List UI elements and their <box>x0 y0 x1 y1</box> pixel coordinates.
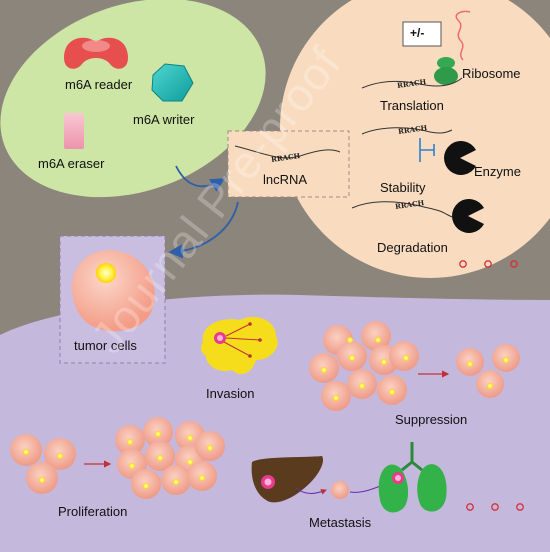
cell-cluster-proliferation-start <box>10 434 76 494</box>
cell-cluster-large <box>309 321 419 411</box>
suppression-label: Suppression <box>395 412 468 427</box>
arrow-m6a-to-lncrna <box>175 165 226 192</box>
m6a-writer-label: m6A writer <box>133 112 195 127</box>
invasion-label: Invasion <box>206 386 255 401</box>
mrna-squiggle <box>455 10 471 61</box>
translation-strand <box>361 77 463 89</box>
m6a-eraser-icon <box>64 113 84 149</box>
liver-icon <box>251 456 324 503</box>
plus-minus-label: +/- <box>410 26 425 40</box>
translation-label: Translation <box>380 98 444 113</box>
m6a-eraser-label: m6A eraser <box>38 156 105 171</box>
cell-cluster-small <box>456 344 520 398</box>
stability-strand <box>361 127 453 135</box>
m6a-writer-icon <box>151 63 194 102</box>
enzyme-label: Enzyme <box>474 164 521 179</box>
inhibition-symbol <box>419 138 435 162</box>
m6a-reader-label: m6A reader <box>65 77 133 92</box>
plus-minus-box <box>402 21 442 47</box>
ribosome-icon <box>434 57 458 85</box>
metastasis-label: Metastasis <box>309 515 372 530</box>
ellipsis-dots-bottom <box>466 503 524 511</box>
m6a-reader-icon <box>64 37 128 69</box>
lncrna-label: lncRNA <box>263 172 308 187</box>
tumor-big-cell <box>71 250 155 332</box>
tumor-cells-label: tumor cells <box>74 338 137 353</box>
stability-label: Stability <box>380 180 426 195</box>
lncrna-box <box>227 130 350 198</box>
cell-cluster-proliferation-end <box>115 417 225 499</box>
enzyme-icon <box>444 140 476 175</box>
ellipsis-dots-top <box>459 260 518 268</box>
degradation-strand <box>351 201 447 215</box>
metastasis-arrow-1 <box>295 487 327 495</box>
degradation-label: Degradation <box>377 240 448 255</box>
arrow-lncrna-to-tumor <box>168 201 239 259</box>
ribosome-label: Ribosome <box>462 66 521 81</box>
lung-icon <box>378 442 447 513</box>
brain-icon <box>201 316 278 375</box>
degradation-enzyme-icon <box>452 199 484 234</box>
proliferation-label: Proliferation <box>58 504 128 519</box>
circulating-cell <box>331 481 349 499</box>
lncrna-strand <box>234 145 341 159</box>
